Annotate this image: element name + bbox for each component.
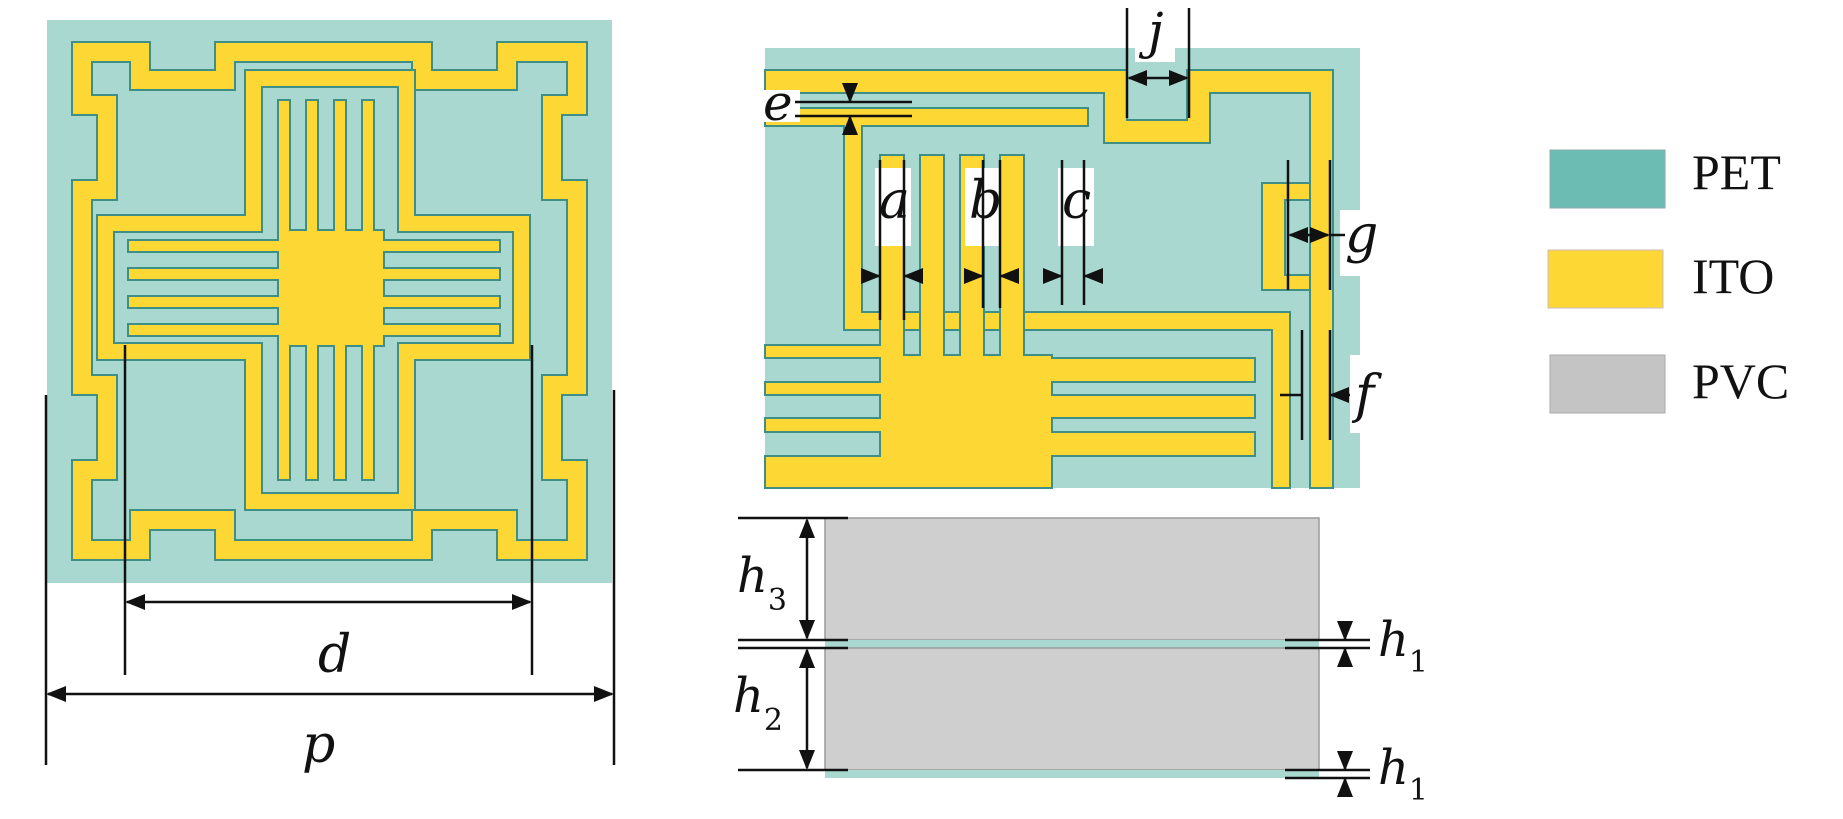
label-bg-c (1058, 168, 1094, 246)
ito-inner-cross (127, 99, 501, 481)
label-c: c (1062, 171, 1091, 231)
label-d: d (318, 625, 351, 685)
dimension-g (1286, 160, 1345, 290)
ito-layer-middle (825, 640, 1319, 648)
label-a: a (879, 171, 910, 231)
unit-cell: d p (44, 20, 616, 775)
label-h1-bottom: h1 (1378, 740, 1428, 808)
label-h1-top: h1 (1378, 612, 1428, 680)
label-h2-main: h (733, 668, 764, 724)
label-g: g (1345, 205, 1378, 265)
legend-label-ito: ITO (1692, 248, 1774, 304)
dimension-d (123, 345, 534, 675)
label-h3: h3 (737, 548, 787, 618)
pvc-layer-top (824, 517, 1320, 641)
ito-layer-bottom (825, 770, 1319, 778)
label-bg-e (760, 90, 800, 122)
ito-cross-frame (96, 69, 531, 511)
label-h2: h2 (733, 668, 783, 738)
detail-view: a b c e j g (760, 2, 1392, 489)
dimension-j (1125, 8, 1191, 118)
label-bg-f (1350, 355, 1392, 433)
label-h1-top-sub: 1 (1409, 645, 1428, 680)
label-h2-sub: 2 (764, 703, 783, 738)
layer-stack: h3 h2 h1 h1 (733, 516, 1428, 808)
dimension-f (1280, 330, 1350, 440)
label-e: e (763, 74, 793, 132)
label-h1-top-main: h (1378, 612, 1409, 668)
label-h1-bottom-main: h (1378, 740, 1409, 796)
legend-swatch-ito (1547, 249, 1664, 309)
label-b: b (969, 171, 1002, 231)
detail-top-strip (764, 69, 1334, 489)
detail-g-strip (1261, 182, 1311, 291)
legend-swatch-pet (1549, 149, 1666, 209)
label-p: p (302, 715, 335, 775)
label-h3-sub: 3 (768, 583, 787, 618)
dimension-e (795, 83, 912, 135)
dimension-p (44, 390, 616, 765)
layer-dimension-lines (738, 516, 1370, 797)
legend: PET ITO PVC (1547, 144, 1789, 414)
label-h1-bottom-sub: 1 (1409, 773, 1428, 808)
label-bg-j (1135, 10, 1175, 62)
dimension-abc (861, 160, 1103, 320)
label-h3-main: h (737, 548, 768, 604)
legend-swatch-pvc (1549, 354, 1666, 414)
label-bg-g (1340, 210, 1382, 276)
legend-label-pet: PET (1692, 144, 1781, 200)
legend-label-pvc: PVC (1692, 353, 1789, 409)
pvc-layer-bottom (824, 647, 1320, 771)
